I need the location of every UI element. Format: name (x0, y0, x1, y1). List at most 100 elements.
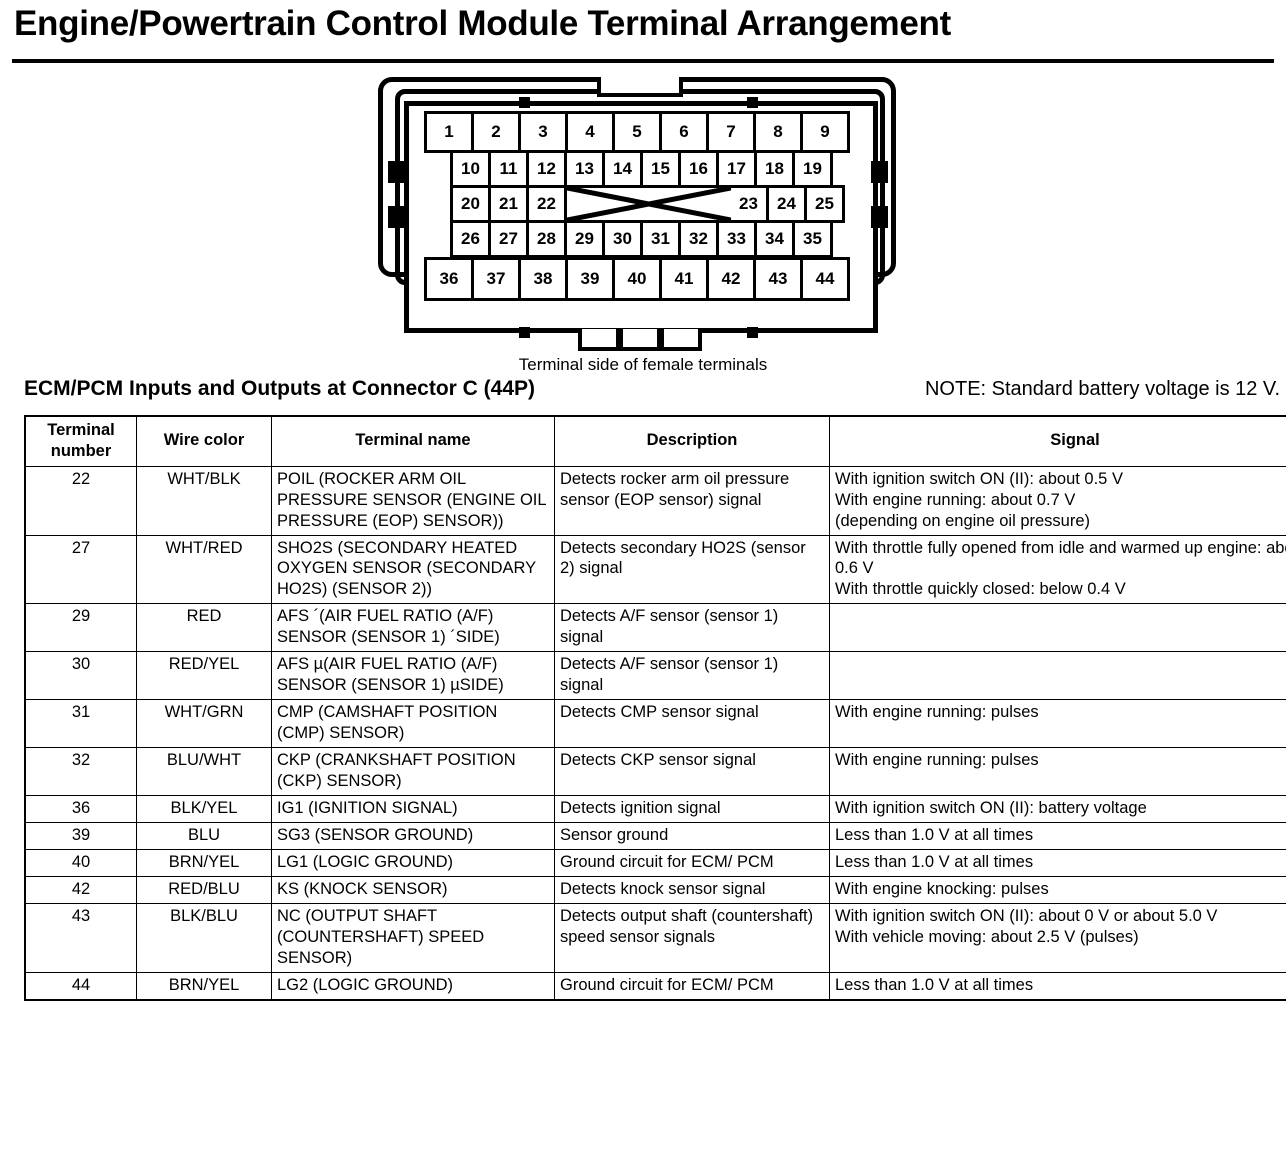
terminal-cell-5: 5 (612, 110, 662, 153)
terminal-spec-table: Terminal number Wire color Terminal name… (24, 414, 1286, 1001)
terminal-cell-14: 14 (602, 149, 643, 188)
cell-signal (829, 651, 1286, 701)
terminal-cell-18: 18 (754, 149, 795, 188)
terminal-cell-15: 15 (640, 149, 681, 188)
terminal-cell-28: 28 (526, 219, 567, 258)
terminal-cell-8: 8 (753, 110, 803, 153)
cell-terminal-name: POIL (ROCKER ARM OIL PRESSURE SENSOR (EN… (271, 465, 555, 536)
terminal-cell-37: 37 (471, 256, 521, 301)
cell-terminal-number: 43 (24, 902, 137, 973)
terminal-cell-22: 22 (526, 184, 567, 223)
bottom-tab-2 (619, 328, 661, 351)
cell-wire-color: BLK/BLU (136, 902, 272, 973)
column-header-wire-color: Wire color (136, 415, 272, 467)
cell-terminal-name: KS (KNOCK SENSOR) (271, 875, 555, 904)
terminal-cell-39: 39 (565, 256, 615, 301)
alignment-peg-top-right (747, 96, 758, 108)
cell-terminal-number: 42 (24, 875, 137, 904)
bottom-tab-3 (660, 328, 702, 351)
terminal-cell-33: 33 (716, 219, 757, 258)
bottom-tab-1 (578, 328, 620, 351)
cell-description: Ground circuit for ECM/ PCM (554, 848, 830, 877)
cell-terminal-name: CMP (CAMSHAFT POSITION (CMP) SENSOR) (271, 699, 555, 749)
cell-signal: With engine running: pulses (829, 747, 1286, 796)
cell-wire-color: RED/YEL (136, 651, 272, 701)
table-header-row: Terminal number Wire color Terminal name… (24, 415, 1286, 467)
cell-terminal-name: CKP (CRANKSHAFT POSITION (CKP) SENSOR) (271, 747, 555, 796)
terminal-cell-21: 21 (488, 184, 529, 223)
terminal-cell-12: 12 (526, 149, 567, 188)
terminal-cell-30: 30 (602, 219, 643, 258)
cell-terminal-number: 29 (24, 603, 137, 653)
terminal-cell-44: 44 (800, 256, 850, 301)
cell-signal: Less than 1.0 V at all times (829, 848, 1286, 877)
diagram-caption: Terminal side of female terminals (518, 354, 768, 374)
terminal-cell-13: 13 (564, 149, 605, 188)
cell-signal: With engine running: pulses (829, 699, 1286, 749)
column-header-signal: Signal (829, 415, 1286, 467)
cell-description: Detects output shaft (countershaft) spee… (554, 902, 830, 973)
alignment-peg-bottom-left (519, 326, 530, 338)
cell-wire-color: BRN/YEL (136, 971, 272, 1001)
terminal-cell-17: 17 (716, 149, 757, 188)
title-divider (12, 58, 1274, 63)
cell-terminal-name: SHO2S (SECONDARY HEATED OXYGEN SENSOR (S… (271, 534, 555, 605)
column-header-description: Description (554, 415, 830, 467)
terminal-cell-36: 36 (424, 256, 474, 301)
cell-terminal-number: 30 (24, 651, 137, 701)
cell-terminal-name: IG1 (IGNITION SIGNAL) (271, 795, 555, 823)
latch-tab-left-lower (388, 205, 405, 228)
cell-description: Detects knock sensor signal (554, 875, 830, 904)
alignment-peg-bottom-right (747, 326, 758, 338)
cell-terminal-number: 31 (24, 699, 137, 749)
cell-terminal-name: NC (OUTPUT SHAFT (COUNTERSHAFT) SPEED SE… (271, 902, 555, 973)
terminal-cell-24: 24 (766, 184, 807, 223)
cell-terminal-number: 36 (24, 795, 137, 823)
battery-voltage-note: NOTE: Standard battery voltage is 12 V. (924, 377, 1280, 400)
cell-description: Sensor ground (554, 821, 830, 850)
column-header-terminal-name: Terminal name (271, 415, 555, 467)
terminal-cell-41: 41 (659, 256, 709, 301)
cell-terminal-number: 40 (24, 848, 137, 877)
terminal-cell-6: 6 (659, 110, 709, 153)
cell-signal: Less than 1.0 V at all times (829, 821, 1286, 850)
terminal-cell-43: 43 (753, 256, 803, 301)
cell-terminal-number: 39 (24, 821, 137, 850)
cell-wire-color: BLU/WHT (136, 747, 272, 796)
section-header: ECM/PCM Inputs and Outputs at Connector … (0, 377, 1286, 411)
cell-wire-color: WHT/BLK (136, 465, 272, 536)
terminal-cell-1: 1 (424, 110, 474, 153)
cell-terminal-number: 27 (24, 534, 137, 605)
cell-terminal-name: LG1 (LOGIC GROUND) (271, 848, 555, 877)
cell-signal: With ignition switch ON (II): battery vo… (829, 795, 1286, 823)
terminal-cell-29: 29 (564, 219, 605, 258)
cell-terminal-name: SG3 (SENSOR GROUND) (271, 821, 555, 850)
terminal-cell-3: 3 (518, 110, 568, 153)
terminal-cell-7: 7 (706, 110, 756, 153)
terminal-cell-19: 19 (792, 149, 833, 188)
cell-wire-color: RED (136, 603, 272, 653)
cell-description: Detects A/F sensor (sensor 1) signal (554, 651, 830, 701)
latch-tab-right-lower (871, 205, 888, 228)
latch-tab-right-upper (871, 160, 888, 183)
cell-signal: With ignition switch ON (II): about 0.5 … (829, 465, 1286, 536)
terminal-cell-38: 38 (518, 256, 568, 301)
cell-signal: With engine knocking: pulses (829, 875, 1286, 904)
terminal-cell-40: 40 (612, 256, 662, 301)
cell-terminal-number: 32 (24, 747, 137, 796)
cell-wire-color: BRN/YEL (136, 848, 272, 877)
cell-description: Detects secondary HO2S (sensor 2) signal (554, 534, 830, 605)
terminal-cell-10: 10 (450, 149, 491, 188)
